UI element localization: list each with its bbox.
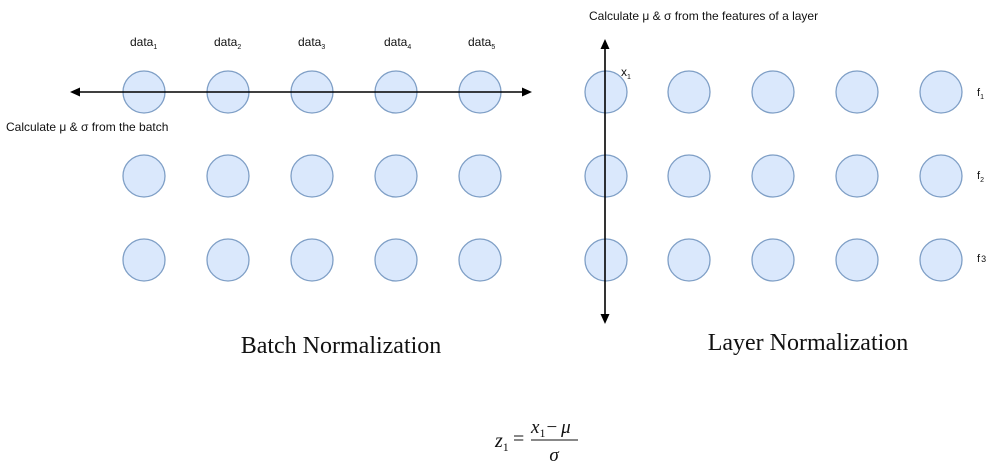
- layer-node: [919, 70, 963, 114]
- layer-node: [919, 238, 963, 282]
- layer-node: [584, 70, 628, 114]
- formula-numerator: x1−μ: [530, 417, 571, 440]
- layer-node: [751, 70, 795, 114]
- layer-node: [667, 154, 711, 198]
- layer-node: [584, 154, 628, 198]
- batch-node: [290, 238, 334, 282]
- batch-caption: Calculate μ & σ from the batch: [6, 120, 168, 134]
- layer-norm-panel: Calculate μ & σ from the features of a l…: [584, 9, 986, 356]
- layer-node: [751, 154, 795, 198]
- feature-label-1: f1: [977, 87, 984, 101]
- layer-node: [919, 154, 963, 198]
- layer-norm-title: Layer Normalization: [708, 330, 909, 356]
- layer-node: [584, 238, 628, 282]
- layer-caption: Calculate μ & σ from the features of a l…: [589, 9, 818, 23]
- batch-node: [206, 154, 250, 198]
- layer-axis-arrow: [600, 39, 610, 324]
- feature-label-3: f3: [977, 253, 986, 265]
- batch-column-label-4: data4: [384, 35, 411, 51]
- batch-node: [122, 154, 166, 198]
- batch-node: [290, 154, 334, 198]
- formula-denominator: σ: [549, 445, 559, 465]
- batch-axis-arrow: [70, 87, 532, 97]
- layer-node: [667, 70, 711, 114]
- layer-node: [835, 154, 879, 198]
- layer-node: [751, 238, 795, 282]
- batch-node: [206, 238, 250, 282]
- normalization-formula: z1 = x1−μ σ: [494, 417, 578, 465]
- batch-node: [458, 154, 502, 198]
- feature-label-2: f2: [977, 170, 984, 184]
- batch-norm-title: Batch Normalization: [241, 333, 442, 359]
- batch-norm-panel: data1 data2 data3 data4 data5 Calculate …: [6, 35, 532, 359]
- batch-column-label-5: data5: [468, 35, 495, 51]
- batch-node: [458, 238, 502, 282]
- batch-node: [122, 238, 166, 282]
- formula-lhs: z1: [494, 430, 509, 454]
- batch-column-label-3: data3: [298, 35, 325, 51]
- formula-equals: =: [513, 428, 524, 450]
- batch-column-label-2: data2: [214, 35, 241, 51]
- batch-node: [374, 238, 418, 282]
- layer-node: [835, 70, 879, 114]
- layer-input-label: x1: [621, 65, 631, 81]
- layer-node: [667, 238, 711, 282]
- batch-node: [374, 154, 418, 198]
- batch-column-label-1: data1: [130, 35, 157, 51]
- layer-node: [835, 238, 879, 282]
